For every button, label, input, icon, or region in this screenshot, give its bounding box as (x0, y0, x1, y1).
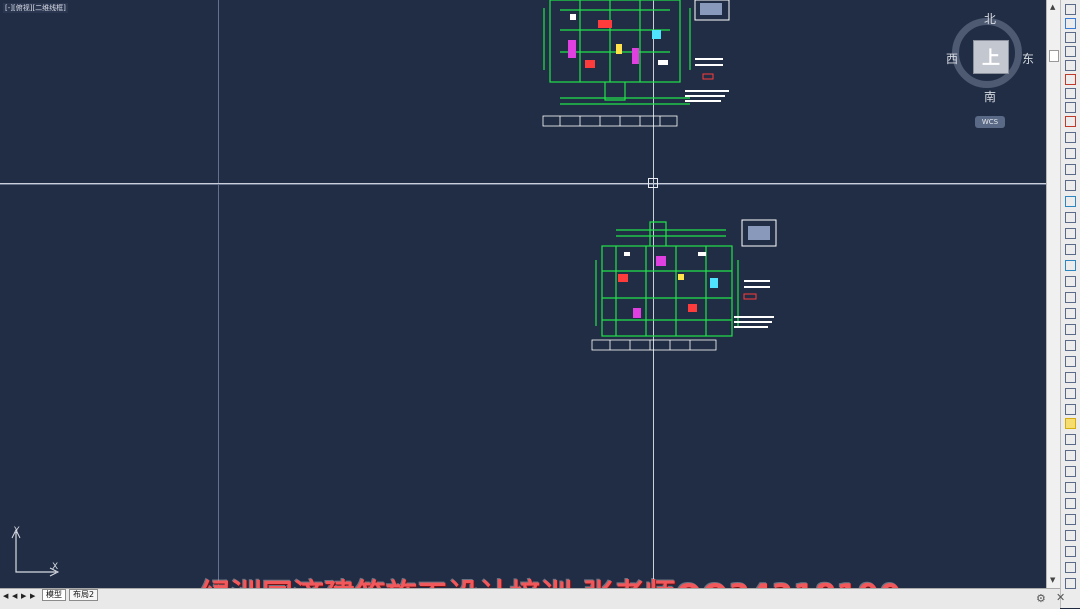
tool-icon[interactable] (1065, 32, 1076, 43)
tab-model[interactable]: 模型 (42, 589, 66, 601)
tool-icon[interactable] (1065, 340, 1076, 351)
compass-south-label[interactable]: 南 (984, 90, 997, 104)
tool-icon[interactable] (1065, 434, 1076, 445)
tool-icon[interactable] (1065, 164, 1076, 175)
tool-palette[interactable] (1060, 0, 1080, 608)
tool-icon[interactable] (1065, 116, 1076, 127)
tool-icon[interactable] (1065, 482, 1076, 493)
ucs-y-label: Y (14, 526, 20, 536)
ucs-x-label: X (52, 562, 59, 572)
tool-icon[interactable] (1065, 404, 1076, 415)
tool-icon[interactable] (1065, 4, 1076, 15)
tool-icon[interactable] (1065, 196, 1076, 207)
layout-tab-bar (0, 588, 1060, 609)
tool-icon[interactable] (1065, 60, 1076, 71)
drawing-canvas[interactable]: [-][俯视][二维线框] (0, 0, 1046, 590)
viewcube-top-face[interactable]: 上 (973, 40, 1009, 74)
crosshair-horizontal (0, 183, 1046, 184)
scrollbar-thumb[interactable] (1049, 50, 1059, 62)
prev-tab-arrow-icon[interactable]: ◀ (12, 592, 18, 600)
tool-icon[interactable] (1065, 212, 1076, 223)
vertical-scrollbar[interactable]: ▲ ▼ (1046, 0, 1061, 590)
compass-east-label[interactable]: 东 (1022, 52, 1035, 66)
crosshair-vertical (653, 0, 654, 590)
tool-icon[interactable] (1065, 276, 1076, 287)
tool-icon[interactable] (1065, 88, 1076, 99)
floor-plan-drawing-middle[interactable] (588, 216, 778, 356)
tool-icon[interactable] (1065, 466, 1076, 477)
tool-icon[interactable] (1065, 132, 1076, 143)
tool-icon[interactable] (1065, 514, 1076, 525)
viewport-divider-horizontal (0, 184, 1046, 185)
settings-gear-icon[interactable]: ⚙ (1036, 592, 1046, 605)
last-tab-arrow-icon[interactable]: ▶ (30, 592, 36, 600)
compass-north-label[interactable]: 北 (984, 12, 997, 26)
tool-icon[interactable] (1065, 388, 1076, 399)
training-watermark: 绿洲同济建筑施工设计培训 张老师QQ34318190 (200, 570, 901, 590)
tool-icon[interactable] (1065, 578, 1076, 589)
next-tab-arrow-icon[interactable]: ▶ (21, 592, 27, 600)
viewcube-compass-ring[interactable] (952, 18, 1022, 88)
scroll-up-arrow-icon[interactable]: ▲ (1050, 3, 1056, 11)
tool-icon[interactable] (1065, 228, 1076, 239)
tool-icon[interactable] (1065, 244, 1076, 255)
tool-icon[interactable] (1065, 260, 1076, 271)
tool-icon[interactable] (1065, 308, 1076, 319)
tool-icon[interactable] (1065, 562, 1076, 573)
tool-icon[interactable] (1065, 324, 1076, 335)
tool-icon[interactable] (1065, 418, 1076, 429)
wcs-menu-button[interactable]: WCS (975, 116, 1005, 128)
tool-icon[interactable] (1065, 46, 1076, 57)
tool-icon[interactable] (1065, 498, 1076, 509)
tool-icon[interactable] (1065, 372, 1076, 383)
tool-icon[interactable] (1065, 530, 1076, 541)
ucs-icon (11, 528, 60, 577)
close-icon[interactable]: ✕ (1056, 591, 1066, 604)
tool-icon[interactable] (1065, 18, 1076, 29)
viewport-controls-label[interactable]: [-][俯视][二维线框] (3, 3, 68, 13)
tab-layout2[interactable]: 布局2 (69, 589, 99, 601)
compass-west-label[interactable]: 西 (946, 52, 959, 66)
tool-icon[interactable] (1065, 450, 1076, 461)
tool-icon[interactable] (1065, 292, 1076, 303)
tool-icon[interactable] (1065, 148, 1076, 159)
viewport-divider-vertical (218, 0, 219, 590)
scroll-down-arrow-icon[interactable]: ▼ (1050, 576, 1056, 584)
tool-icon[interactable] (1065, 356, 1076, 367)
floor-plan-drawing-top[interactable] (540, 0, 735, 130)
viewcube[interactable]: 上 北 南 西 东 (946, 10, 1036, 106)
crosshair-pickbox (648, 178, 658, 188)
tool-icon[interactable] (1065, 546, 1076, 557)
tool-icon[interactable] (1065, 102, 1076, 113)
first-tab-arrow-icon[interactable]: ◀ (3, 592, 9, 600)
tool-icon[interactable] (1065, 74, 1076, 85)
tool-icon[interactable] (1065, 180, 1076, 191)
